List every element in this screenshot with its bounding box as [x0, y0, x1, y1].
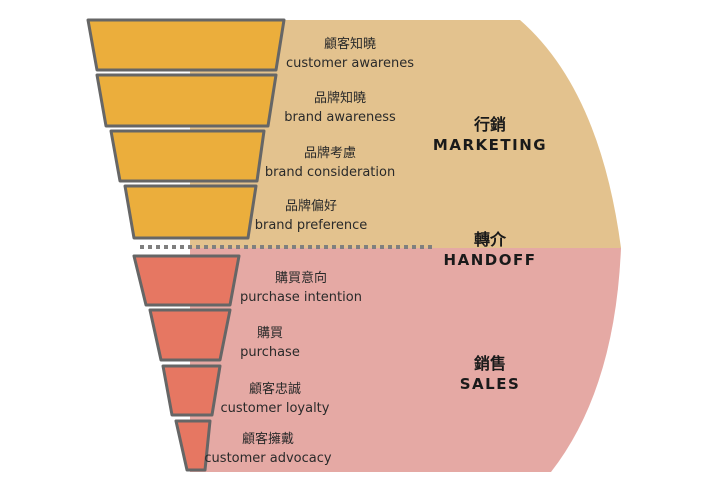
section-zh: 轉介 [473, 230, 506, 249]
stage-label-customer-advocacy: 顧客擁戴 customer advocacy [198, 430, 338, 468]
funnel-steps [86, 18, 286, 472]
stage-en: customer awarenes [286, 56, 414, 71]
stage-en: purchase intention [240, 290, 362, 305]
funnel-step-marketing [123, 184, 258, 240]
stage-zh: 顧客忠誠 [248, 382, 301, 397]
stage-en: purchase [240, 345, 300, 360]
section-zh: 銷售 [473, 354, 506, 373]
section-sales: 銷售 SALES [425, 354, 555, 394]
section-en: MARKETING [432, 136, 548, 154]
stage-label-purchase: 購買 purchase [230, 324, 310, 362]
stage-en: customer advocacy [204, 451, 332, 466]
stage-zh: 購買意向 [274, 271, 327, 286]
funnel-step-sales [161, 364, 222, 417]
section-en: SALES [459, 375, 521, 393]
stage-zh: 品牌考慮 [303, 146, 356, 161]
section-handoff: 轉介 HANDOFF [425, 230, 555, 270]
sales-region [190, 248, 621, 472]
stage-en: brand consideration [264, 165, 396, 180]
stage-label-brand-awareness: 品牌知曉 brand awareness [270, 89, 410, 127]
funnel-step-sales [148, 308, 232, 362]
stage-label-brand-preference: 品牌偏好 brand preference [241, 197, 381, 235]
stage-en: customer loyalty [220, 401, 330, 416]
funnel-step-sales [132, 254, 241, 307]
funnel-step-marketing [95, 73, 278, 128]
stage-label-customer-loyalty: 顧客忠誠 customer loyalty [210, 380, 340, 418]
section-en: HANDOFF [443, 251, 537, 269]
marketing-region [190, 20, 621, 248]
stage-zh: 顧客擁戴 [241, 432, 294, 447]
section-marketing: 行銷 MARKETING [420, 115, 560, 155]
stage-en: brand awareness [284, 110, 396, 125]
stage-zh: 品牌偏好 [284, 199, 337, 214]
funnel-step-marketing [86, 18, 286, 72]
stage-en: brand preference [254, 218, 368, 233]
stage-label-customer-awareness: 顧客知曉 customer awarenes [280, 35, 420, 73]
stage-label-brand-consideration: 品牌考慮 brand consideration [250, 144, 410, 182]
stage-zh: 顧客知曉 [323, 37, 376, 52]
funnel-step-sales [174, 419, 212, 472]
funnel-step-marketing [109, 129, 266, 183]
stage-zh: 購買 [256, 326, 283, 341]
section-zh: 行銷 [473, 115, 506, 134]
stage-label-purchase-intention: 購買意向 purchase intention [226, 269, 376, 307]
stage-zh: 品牌知曉 [313, 91, 366, 106]
